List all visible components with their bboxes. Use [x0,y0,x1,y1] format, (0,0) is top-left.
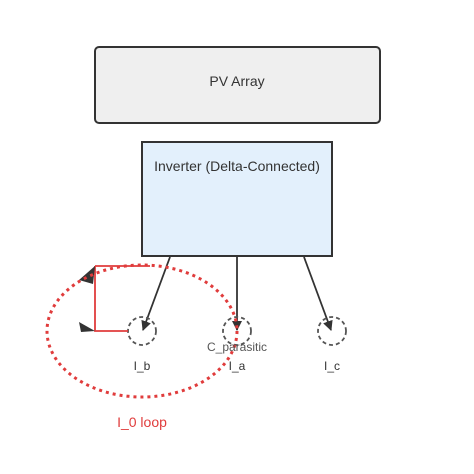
pv-array-block: PV Array [94,46,381,124]
pv-array-label: PV Array [209,73,264,89]
terminal-label-b: I_b [134,359,151,373]
inverter-box [141,141,333,257]
terminal-label-c: I_c [324,359,340,373]
inverter-block: Inverter (Delta-Connected) [141,141,333,257]
loop-arrowhead-bottom [79,322,95,332]
arrow-to-i-c [303,256,333,331]
loop-bracket [79,265,150,332]
inverter-label: Inverter (Delta-Connected) [154,158,320,174]
pv-array-box [94,46,381,124]
zero-sequence-loop [45,263,239,399]
terminal-node-b [127,316,157,346]
loop-arrowhead-top [79,266,95,284]
terminal-node-c [317,316,347,346]
terminal-node-a [222,316,252,346]
capacitor-label: C_parasitic [207,340,267,354]
terminal-label-a: I_a [229,359,246,373]
loop-label: I_0 loop [117,414,167,430]
